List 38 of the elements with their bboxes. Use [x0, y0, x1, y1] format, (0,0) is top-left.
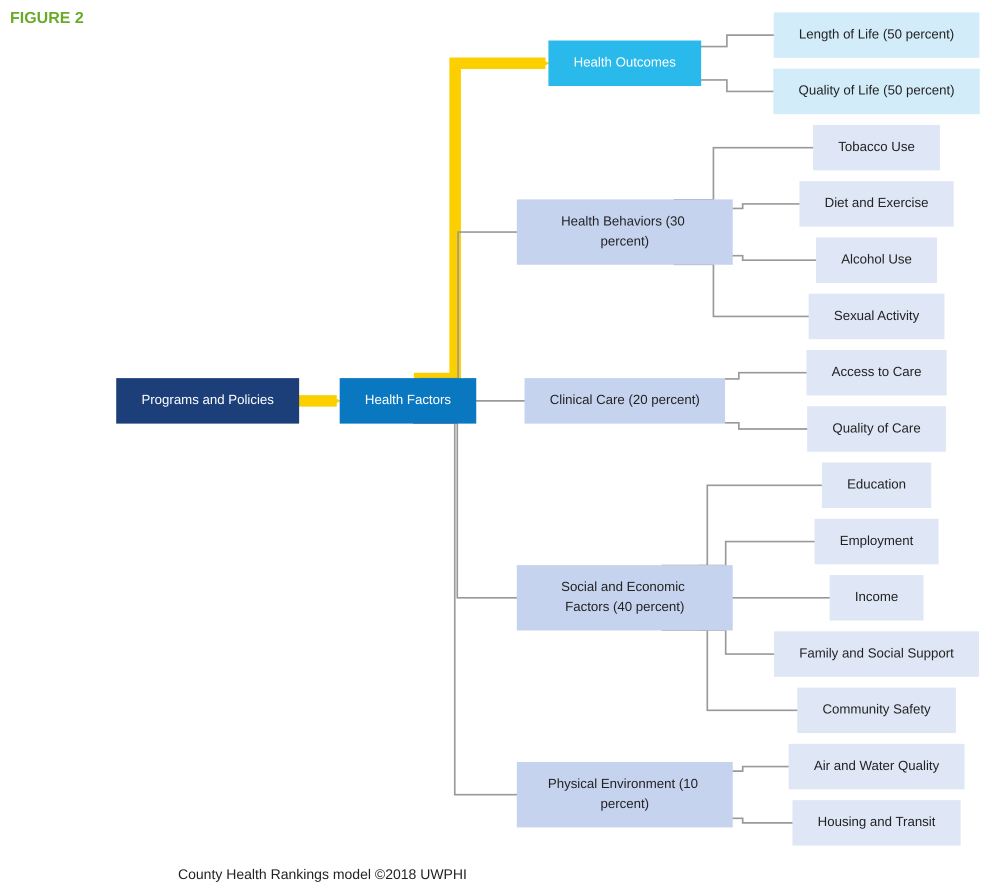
connector [700, 34, 774, 48]
node-box: Social and Economic Factors (40 percent) [516, 565, 733, 630]
node-box: Family and Social Support [774, 631, 980, 677]
node-box: Access to Care [806, 350, 947, 396]
node-box: Alcohol Use [816, 237, 938, 283]
connector [662, 484, 822, 566]
node-box: Health Behaviors (30 percent) [516, 199, 733, 265]
node-box: Health Outcomes [548, 40, 702, 86]
node-box: Quality of Care [807, 406, 946, 452]
connector [732, 254, 816, 262]
node-box: Diet and Exercise [799, 181, 954, 227]
connector [732, 818, 793, 824]
node-box: Clinical Care (20 percent) [524, 378, 726, 424]
node-box: Employment [814, 518, 939, 564]
node-box: Income [830, 575, 924, 621]
node-box: Length of Life (50 percent) [774, 12, 980, 58]
node-box: Community Safety [797, 688, 956, 734]
connector [476, 400, 525, 402]
connector [700, 79, 774, 92]
node-box: Quality of Life (50 percent) [773, 68, 980, 114]
connector [732, 203, 800, 210]
node-box: Education [822, 462, 932, 508]
node-box: Programs and Policies [116, 378, 300, 424]
node-box: Tobacco Use [813, 124, 940, 170]
node-box: Sexual Activity [808, 294, 944, 340]
node-box: Health Factors [340, 378, 476, 424]
connector [724, 422, 808, 430]
node-box: Physical Environment (10 percent) [516, 762, 733, 828]
connector [724, 372, 807, 380]
connector [732, 766, 790, 772]
connector [698, 540, 815, 566]
figure-label: FIGURE 2 [10, 10, 84, 27]
arrow [298, 395, 340, 407]
connector [420, 231, 518, 380]
connector [732, 596, 830, 599]
node-box: Housing and Transit [792, 800, 961, 846]
caption: County Health Rankings model ©2018 UWPHI [178, 866, 467, 882]
node-box: Air and Water Quality [788, 744, 964, 790]
